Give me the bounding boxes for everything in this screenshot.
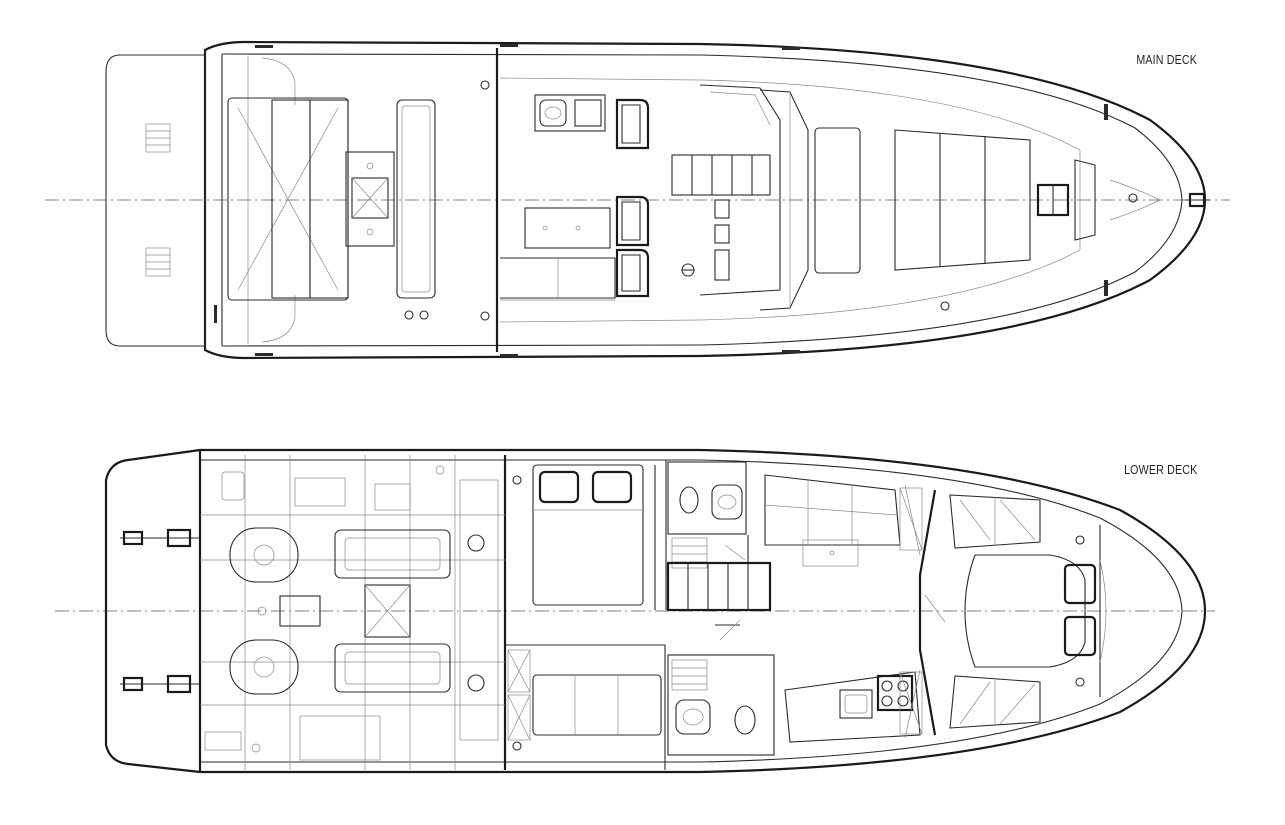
main-swim-platform — [105, 54, 205, 347]
lower-galley — [784, 671, 921, 743]
main-anchor — [1185, 192, 1210, 208]
lower-hull-outline — [104, 448, 1207, 774]
lower-engine-room-frames — [200, 455, 505, 770]
lower-forward-bulkhead — [918, 489, 937, 736]
main-windshield — [759, 89, 809, 311]
main-hull-cleats — [214, 44, 1108, 357]
main-aft-sunbed — [227, 97, 349, 301]
lower-head-forward — [667, 461, 747, 569]
lower-head-aft — [667, 654, 775, 756]
lower-double-bed — [532, 464, 644, 606]
main-platform-vents — [145, 123, 171, 277]
main-helm-console — [681, 84, 781, 296]
lower-engines — [279, 529, 451, 693]
lower-engine-room-equipment — [204, 465, 499, 761]
main-helm-seats — [615, 98, 650, 298]
main-cockpit-bench — [396, 99, 436, 299]
main-companionway-stairs — [671, 154, 771, 196]
main-bow-sunpad — [894, 129, 1031, 271]
main-foredeck-hatch — [814, 127, 861, 274]
lower-deck-plan — [55, 448, 1215, 774]
main-deck-label: MAIN DECK — [1136, 52, 1197, 67]
main-cockpit-table — [345, 151, 395, 247]
lower-stern-drives — [120, 528, 200, 694]
main-hull-inner — [221, 53, 1183, 347]
main-bow-roller — [1109, 179, 1161, 221]
lower-companionway-stairs — [666, 561, 772, 612]
main-dinette — [500, 207, 616, 301]
lower-guest-berth — [532, 674, 662, 736]
main-wet-bar — [534, 94, 606, 132]
lower-saloon-settee — [764, 474, 901, 567]
lower-deck-label: LOWER DECK — [1123, 462, 1197, 477]
main-deck-edge — [499, 77, 1081, 323]
lower-forward-cabin — [949, 494, 1097, 729]
main-deck-plan — [45, 40, 1230, 360]
lower-fuel-tanks — [229, 527, 299, 695]
lower-cabin-lockers — [507, 649, 531, 741]
